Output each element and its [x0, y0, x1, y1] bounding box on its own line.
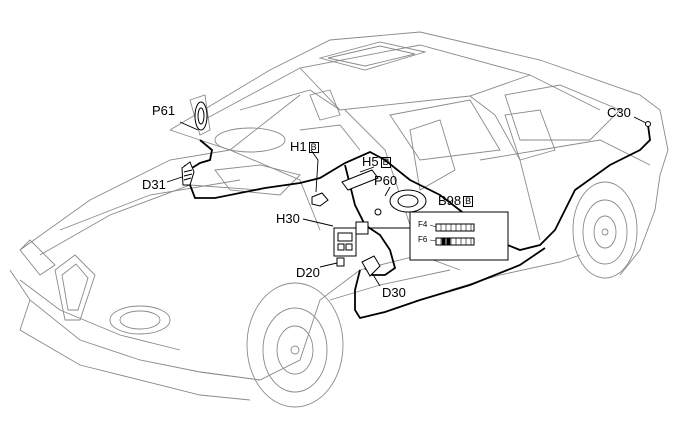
label-b98-text: B98	[438, 193, 462, 208]
d31-connector	[181, 161, 195, 186]
wiring-harness	[184, 124, 651, 320]
fuse-label-f4: F4	[418, 220, 428, 229]
h30-module	[333, 227, 357, 257]
label-b98-box: B	[463, 196, 474, 207]
c30-ground	[645, 121, 651, 127]
car-body	[9, 31, 669, 408]
leader-lines	[166, 116, 647, 287]
components	[181, 101, 651, 277]
label-d31: D31	[142, 177, 166, 192]
fuse-slots	[429, 224, 472, 246]
label-h5-text: H5	[362, 154, 379, 169]
b98-fusebox	[409, 211, 509, 261]
label-h5-box: B	[380, 157, 391, 168]
h5-unit	[341, 169, 379, 191]
label-c30: C30	[607, 105, 631, 120]
label-d20: D20	[296, 265, 320, 280]
h1-radio	[311, 192, 329, 207]
fuse-label-f6: F6	[418, 235, 428, 244]
label-p60: P60	[374, 173, 398, 188]
label-p61: P61	[152, 103, 176, 118]
label-d30: D30	[382, 285, 406, 300]
d20-connector	[336, 257, 345, 267]
label-h1-box: B	[308, 142, 319, 153]
d30-connector	[361, 255, 381, 277]
label-h1-text: H1	[290, 139, 307, 154]
label-h30: H30	[276, 211, 300, 226]
